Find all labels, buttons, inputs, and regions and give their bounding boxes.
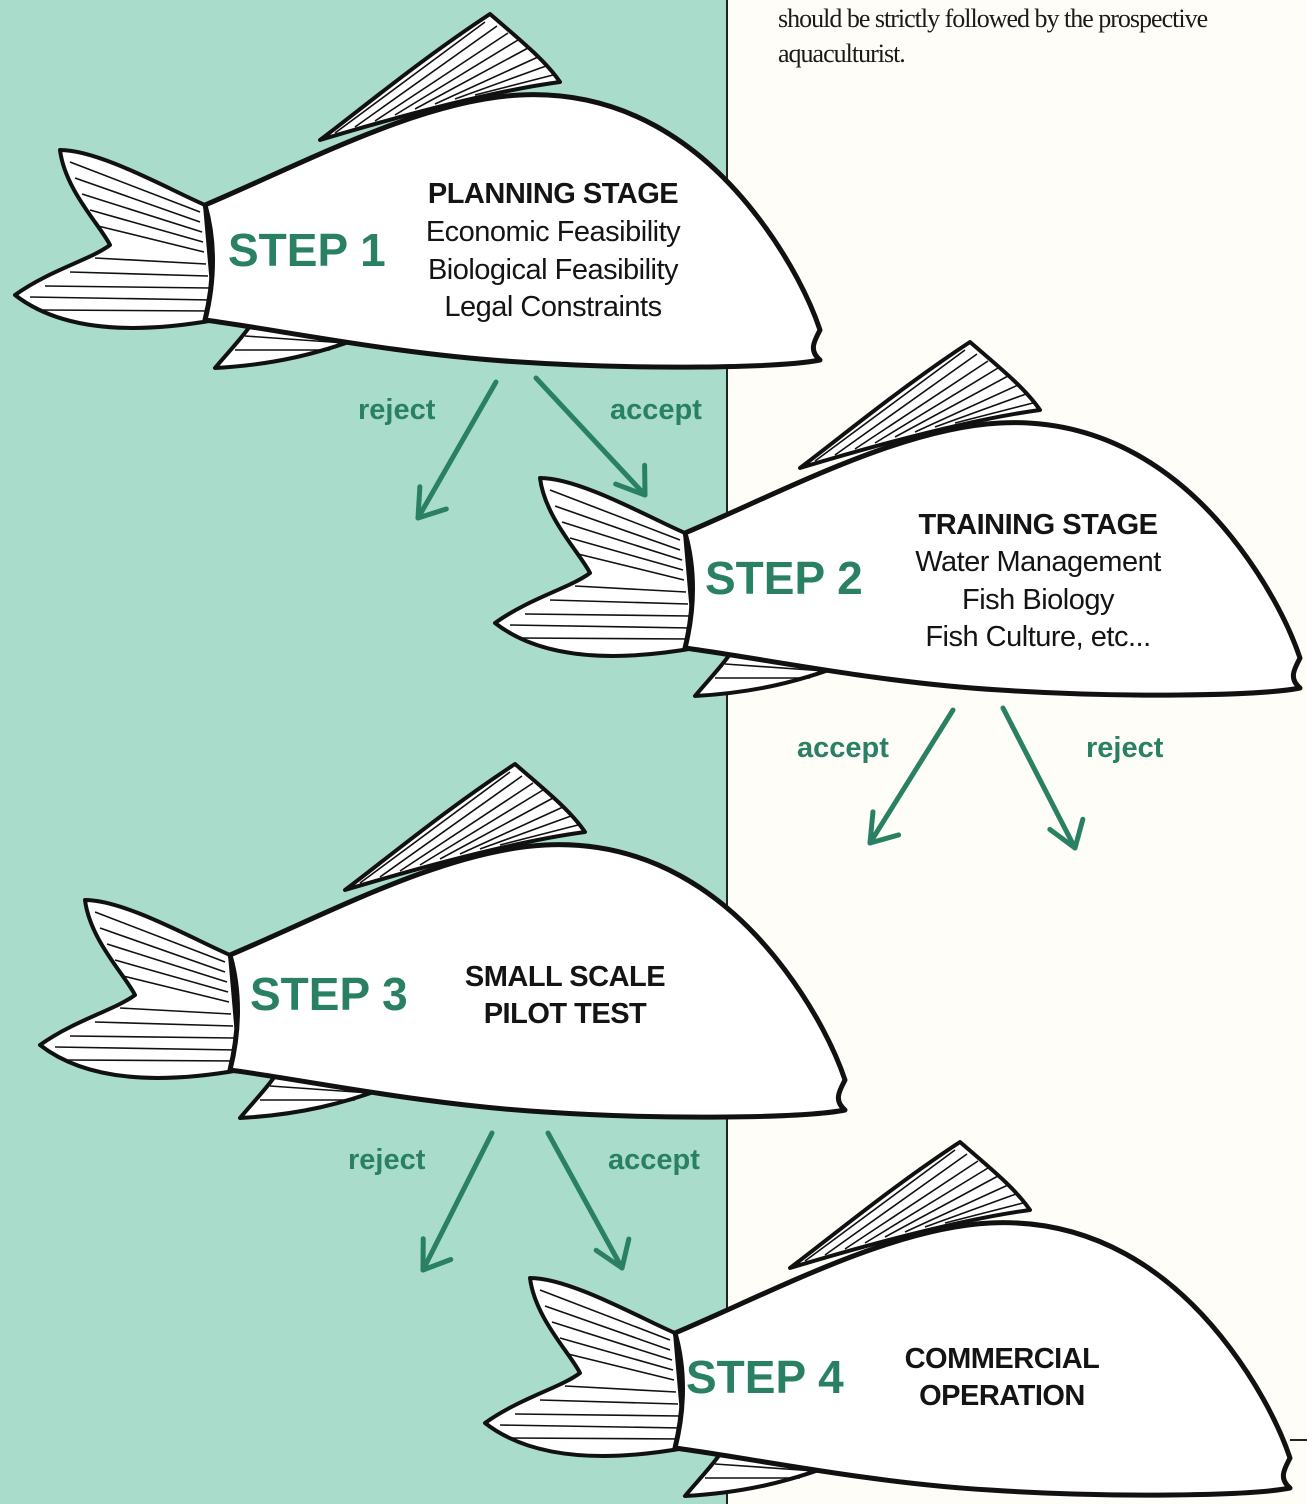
intro-paragraph: should be strictly followed by the prosp… (778, 2, 1307, 71)
step-2-title: TRAINING STAGE (919, 509, 1158, 541)
step-1-item: Legal Constraints (444, 291, 661, 323)
step-3-label: STEP 3 (250, 968, 408, 1020)
fish-illustration (40, 764, 845, 1118)
accept-arrow (533, 375, 648, 498)
fish-step-3: STEP 3 SMALL SCALE PILOT TEST (40, 764, 845, 1118)
arrow-head-icon (411, 1239, 454, 1279)
step-4-label: STEP 4 (686, 1351, 844, 1403)
accept-label: accept (797, 732, 889, 764)
step-2-item: Fish Biology (962, 584, 1115, 616)
arrow-head-icon (596, 1234, 639, 1275)
step-4-title-line: COMMERCIAL (905, 1343, 1100, 1375)
reject-label: reject (358, 394, 436, 426)
reject-arrow (420, 1130, 495, 1273)
fish-step-2: STEP 2 TRAINING STAGE Water Management F… (495, 342, 1300, 696)
step-2-item: Fish Culture, etc... (925, 621, 1150, 653)
step-3-title-line: PILOT TEST (484, 998, 647, 1030)
accept-label: accept (608, 1144, 700, 1176)
flow-after-step-1: reject accept (358, 375, 702, 528)
arrow-head-icon (406, 487, 449, 528)
accept-arrow (867, 707, 956, 846)
fish-step-1: STEP 1 PLANNING STAGE Economic Feasibili… (15, 14, 820, 368)
flow-after-step-2: accept reject (797, 705, 1164, 854)
step-1-item: Biological Feasibility (428, 254, 679, 286)
fish-illustration (15, 14, 820, 368)
fish-step-4: STEP 4 COMMERCIAL OPERATION (485, 1142, 1290, 1496)
step-2-item: Water Management (915, 546, 1161, 578)
intro-line-2: aquaculturist. (778, 38, 906, 68)
column-divider (726, 0, 728, 1504)
accept-label: accept (610, 394, 702, 426)
reject-arrow (1000, 705, 1078, 851)
reject-label: reject (348, 1144, 426, 1176)
step-1-title: PLANNING STAGE (428, 178, 678, 210)
step-1-label: STEP 1 (228, 224, 386, 276)
accept-arrow (545, 1130, 625, 1271)
fish-illustration (485, 1142, 1290, 1496)
step-4-title-line: OPERATION (919, 1380, 1085, 1412)
arrow-head-icon (1050, 814, 1093, 854)
reject-arrow (415, 379, 499, 521)
flow-after-step-3: reject accept (348, 1130, 700, 1279)
intro-line-1: should be strictly followed by the prosp… (778, 4, 1208, 33)
step-2-label: STEP 2 (705, 552, 863, 604)
reject-label: reject (1086, 732, 1164, 764)
arrow-head-icon (858, 812, 902, 854)
step-3-title-line: SMALL SCALE (465, 961, 665, 993)
step-1-item: Economic Feasibility (426, 216, 681, 248)
